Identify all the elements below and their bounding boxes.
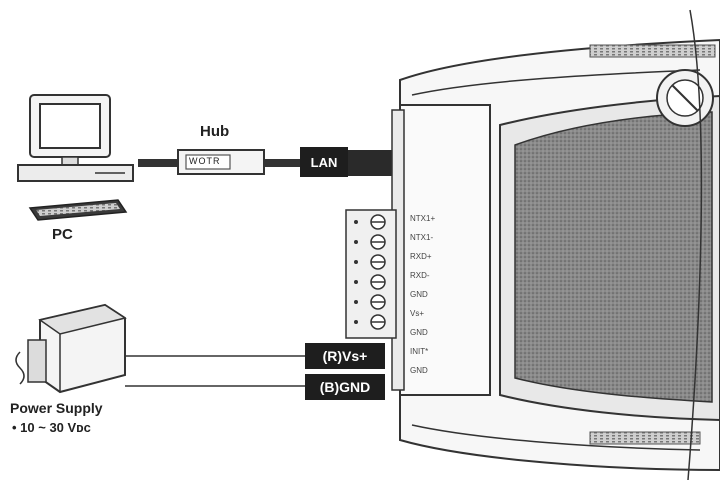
- terminal-pin-label: GND: [410, 328, 428, 337]
- power-supply-label: Power Supply: [10, 400, 103, 416]
- hub-label: Hub: [200, 123, 230, 140]
- screw-terminals: [345, 209, 397, 339]
- terminal-pin-label: GND: [410, 366, 428, 375]
- terminal-pin-label: RXD-: [410, 271, 430, 280]
- gnd-label: (B)GND: [305, 374, 385, 400]
- pc-icon: [17, 94, 134, 221]
- power-supply-icon: [15, 303, 127, 394]
- terminal-pin-label: NTX1-: [410, 233, 434, 242]
- power-supply-spec: • 10 ~ 30 Vᴅᴄ: [12, 420, 91, 435]
- terminal-pin-label: INIT*: [410, 347, 429, 356]
- pc-hub-cable: [138, 159, 178, 167]
- lan-cable: [345, 150, 395, 176]
- hub-lan-cable: [264, 159, 300, 167]
- terminal-pin-label: GND: [410, 290, 428, 299]
- terminal-pin-label: Vs+: [410, 309, 425, 318]
- lan-label: LAN: [300, 147, 348, 177]
- vs-label: (R)Vs+: [305, 343, 385, 369]
- terminal-pin-label: NTX1+: [410, 214, 436, 223]
- device-body: [391, 9, 720, 481]
- terminal-pin-label: RXD+: [410, 252, 432, 261]
- pc-label: PC: [52, 226, 73, 243]
- hub-device-text: WOTR: [189, 156, 221, 166]
